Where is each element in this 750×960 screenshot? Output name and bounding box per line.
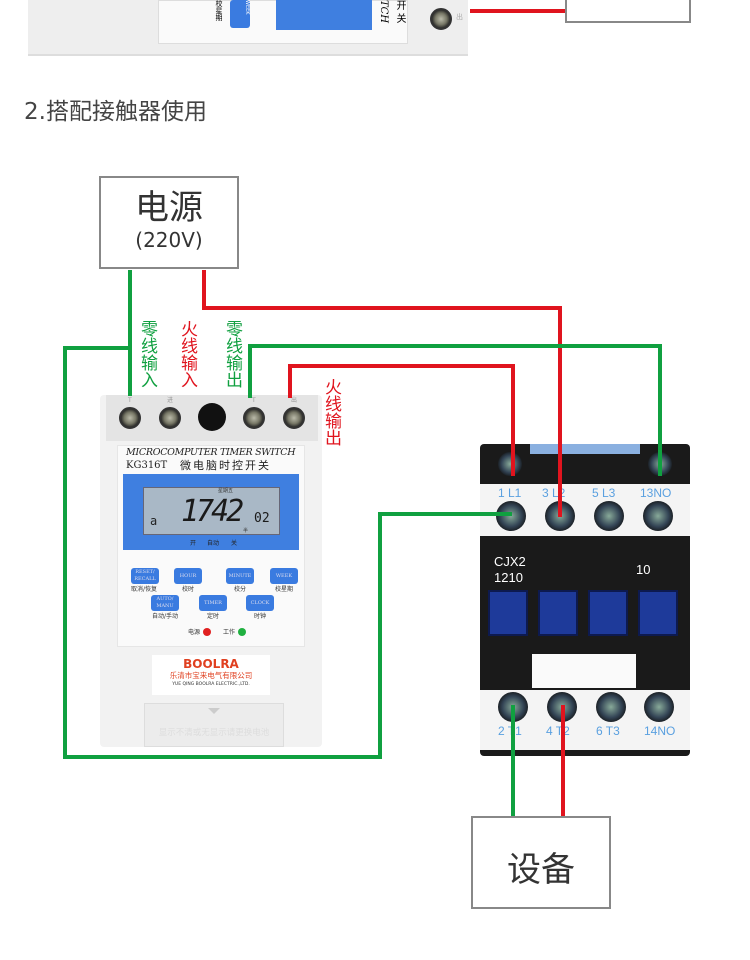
timer-button[interactable]: TIMER [199,595,227,611]
power-title: 电源 [135,188,203,228]
week-button[interactable]: WEEK [270,568,298,584]
terminal-hole [198,403,226,431]
company-cn: 乐清市宝来电气有限公司 [169,671,253,680]
hour-caption: 校时 [182,586,195,593]
week-button-partial: WEEK [230,0,250,28]
power-voltage: (220V) [135,228,203,252]
title-cn: 微电脑时控开关 [180,459,271,472]
triangle-icon [208,708,220,714]
lcd-status-on: 开 [190,540,197,547]
top-partial-timer: WEEK 校星期 TCH 开 关 出 [28,0,468,56]
lcd-time: 1742 [181,494,244,529]
contactor: 1 L1 3 L2 5 L3 13NO CJX2 1210 10 2 T1 4 … [480,444,690,756]
lcd-panel: 星期五 a 1742 02 半 开 自动 关 [123,474,299,550]
lcd-seconds: 02 [254,511,270,526]
work-indicator-label: 工作 [223,629,236,636]
auto-manu-caption: 自动/手动 [152,613,179,620]
terminal-screw-icon [283,407,305,429]
lcd-status-auto: 自动 [207,540,220,547]
model-text: CJX2 [494,554,526,569]
brand-label: BOOLRA 乐清市宝来电气有限公司 YUE QING BOOLRA ELECT… [152,655,270,695]
terminal-label: 2 T1 [498,724,522,738]
timer-switch: T 进 T 出 MICROCOMPUTER TIMER SWITCH KG316… [100,395,322,747]
rating-text: 1210 [494,570,523,585]
terminal-screw-icon [594,501,624,531]
power-source-box: 电源 (220V) [99,176,239,269]
contact-window [488,590,528,636]
work-led-icon [238,628,246,636]
timer-caption: 定时 [207,613,220,620]
terminal-mark: 出 [291,397,298,404]
minute-caption: 校分 [234,586,247,593]
week-caption: 校星期 [275,586,294,593]
terminal-screw-icon [119,407,141,429]
week-caption: 校星期 [215,0,223,21]
partial-title-cn: 开 关 [394,0,405,24]
device-box: 设备 [471,816,611,909]
label-live-output: 火线输出 [321,378,341,446]
terminal-screw-icon [496,501,526,531]
partial-title: TCH [378,0,389,24]
model: KG316T [126,460,168,471]
reset-caption: 取消/恢复 [131,586,158,593]
terminal-screw-icon [643,501,673,531]
lcd-status-off: 关 [231,540,238,547]
terminal-label: 6 T3 [596,724,620,738]
terminal-label: 14NO [644,724,676,738]
terminal-mark: T [252,397,256,404]
partial-screw-icon [430,8,452,30]
label-neutral-output: 零线输出 [222,320,242,388]
battery-cover[interactable]: 显示不清或无显示请更换电池 [144,703,284,747]
hour-button[interactable]: HOUR [174,568,202,584]
battery-note: 显示不清或无显示请更换电池 [158,728,270,738]
title-en: MICROCOMPUTER TIMER SWITCH [126,447,296,458]
auto-manu-button[interactable]: AUTO/ MANU [151,595,179,611]
terminal-label: 5 L3 [592,486,616,500]
power-indicator-label: 电源 [188,629,201,636]
terminal-screw-icon [159,407,181,429]
lcd-sub: 半 [243,528,249,534]
terminal-screw-icon [547,692,577,722]
contact-window [588,590,628,636]
section-heading: 2.搭配接触器使用 [24,99,207,125]
terminal-screw-icon [545,501,575,531]
aux-text: 10 [636,562,651,577]
terminal-label: 4 T2 [546,724,570,738]
terminal-screw-icon [648,452,672,476]
terminal-screw-icon [243,407,265,429]
contactor-model: CJX2 1210 [494,554,526,586]
terminal-mark: 进 [167,397,174,404]
clock-button[interactable]: CLOCK [246,595,274,611]
label-live-input: 火线输入 [177,320,197,388]
contact-window [638,590,678,636]
terminal-label: 3 L2 [542,486,566,500]
company-en: YUE QING BOOLRA ELECTRIC.,LTD. [172,682,250,687]
terminal-screw-icon [498,692,528,722]
minute-button[interactable]: MINUTE [226,568,254,584]
contact-window [538,590,578,636]
device-title: 设备 [507,850,575,890]
brand-logo: BOOLRA [183,657,239,671]
top-partial-box [565,0,691,23]
reset-recall-button[interactable]: RESET/ RECALL [131,568,159,584]
terminal-screw-icon [644,692,674,722]
partial-terminal-mark: 出 [456,13,463,21]
terminal-screw-icon [596,692,626,722]
terminal-screw-icon [498,452,522,476]
terminal-label: 13NO [640,486,672,500]
label-neutral-input: 零线输入 [137,320,157,388]
terminal-label: 1 L1 [498,486,522,500]
power-led-icon [203,628,211,636]
clock-caption: 时钟 [254,613,267,620]
lcd-index: a [150,514,158,528]
terminal-mark: T [128,397,132,404]
